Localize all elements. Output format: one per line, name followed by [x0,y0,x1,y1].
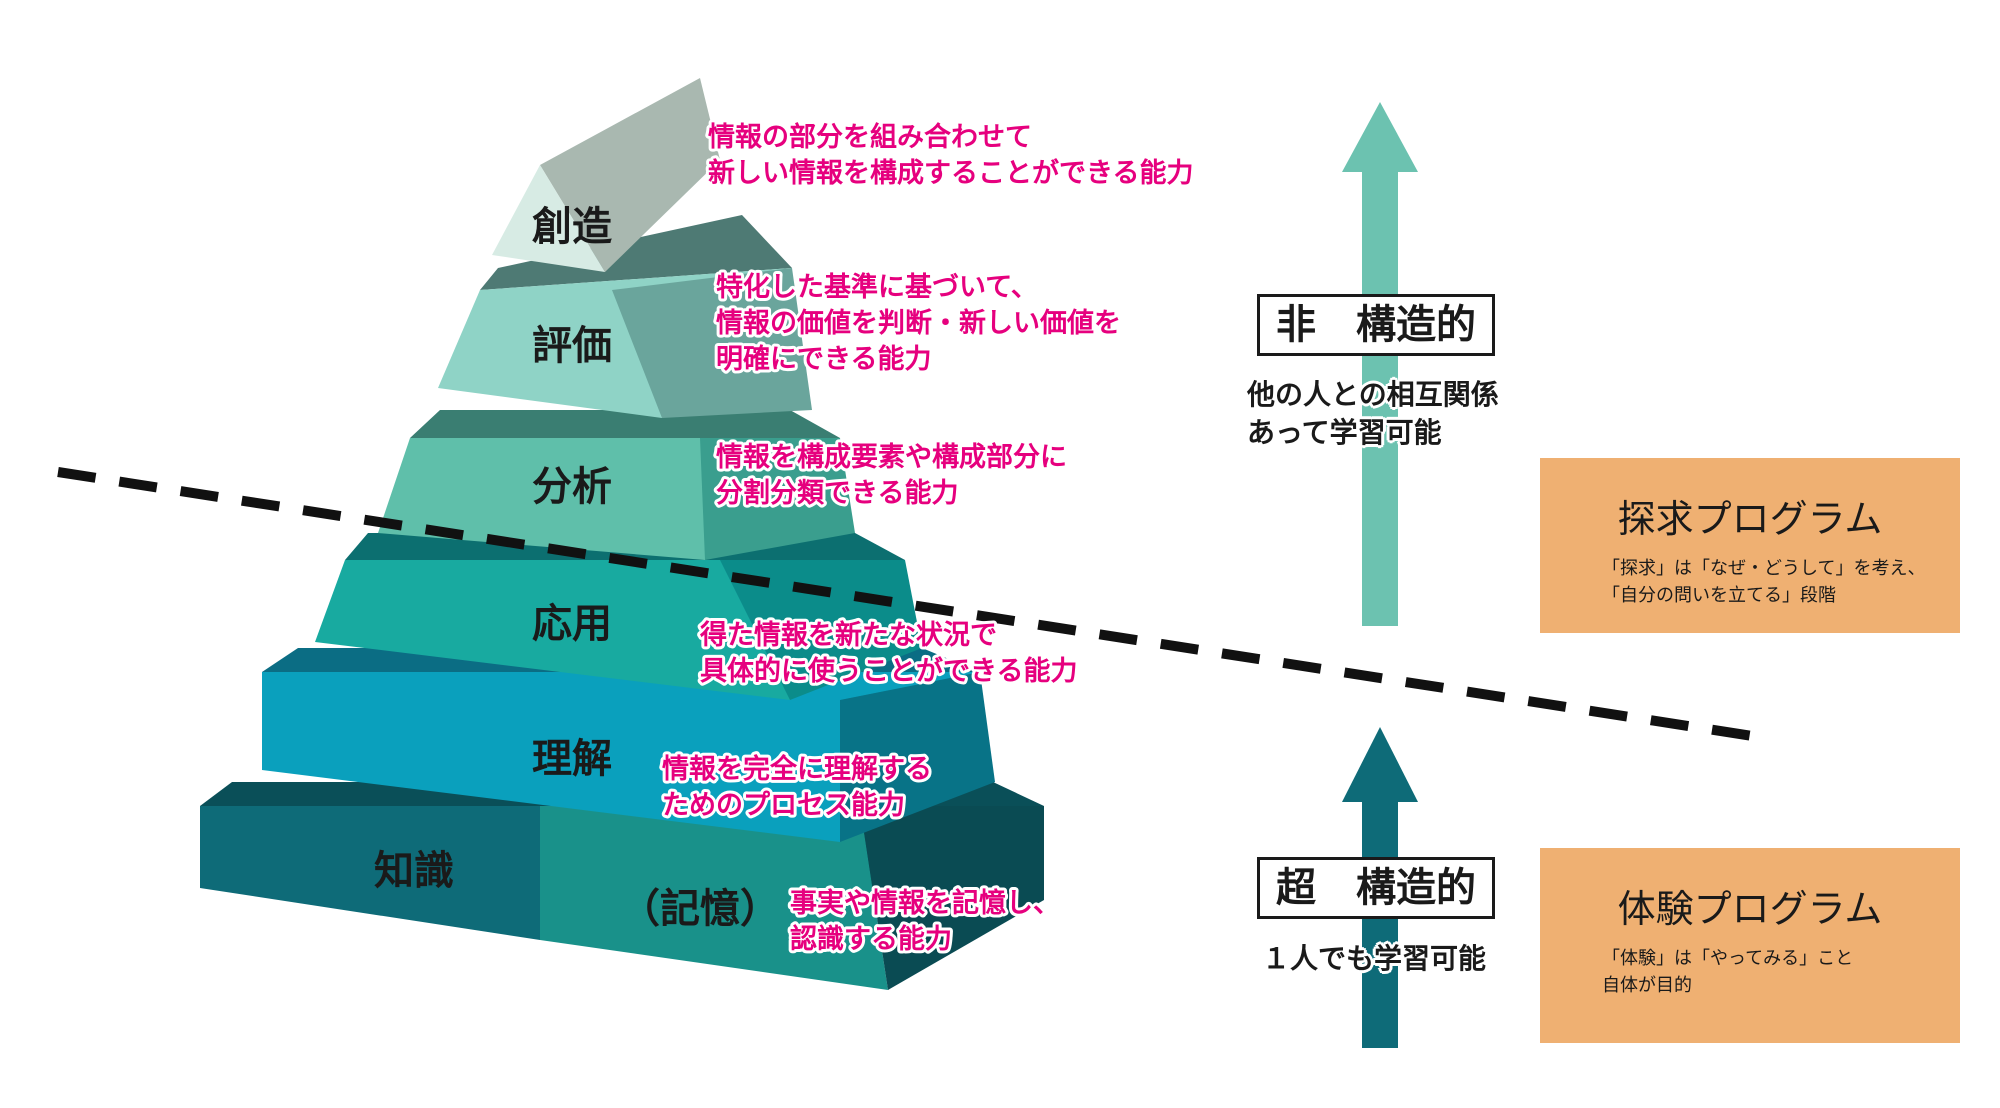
desc-line: 特化した基準に基づいて、 [716,271,1038,303]
desc-line: あって学習可能 [1247,416,1442,449]
desc-line: 情報の部分を組み合わせて [708,121,1032,153]
level-name-analysis: 分析 [532,464,612,510]
desc-line: 得た情報を新たな状況で [699,619,997,651]
desc-analysis: 情報を構成要素や構成部分に 分割分類できる能力 [713,438,1070,512]
tier-creation [492,78,720,272]
desc-line: 他の人との相互関係 [1247,378,1499,411]
unstructured-label: 非 構造的 [1257,294,1495,356]
desc-line: 具体的に使うことができる能力 [700,655,1077,687]
desc-application: 得た情報を新たな状況で 具体的に使うことができる能力 [696,616,1080,690]
lower-arrow-icon [1342,727,1418,1048]
experience-program-desc: 「体験」は「やってみる」こと 自体が目的 [1560,945,1940,999]
desc-line: 情報を構成要素や構成部分に [716,441,1067,473]
desc-line: 事実や情報を記憶し、 [790,887,1060,919]
desc-line: 新しい情報を構成することができる能力 [708,157,1193,189]
desc-line: 「自分の問いを立てる」段階 [1602,585,1836,606]
structured-desc: １人でも学習可能 [1262,940,1486,978]
upper-arrow-icon [1342,102,1418,626]
level-name-knowledge: 知識 [374,848,454,894]
structured-label: 超 構造的 [1257,857,1495,919]
level-name-understanding: 理解 [532,736,612,782]
desc-line: １人でも学習可能 [1262,942,1487,975]
desc-line: 自体が目的 [1602,975,1692,996]
boundary-dashed-line [57,467,1766,743]
experience-program-title: 体験プログラム [1617,887,1883,931]
desc-understanding: 情報を完全に理解する ためのプロセス能力 [659,750,935,824]
desc-knowledge: 事実や情報を記憶し、 認識する能力 [787,884,1063,958]
desc-line: 明確にできる能力 [716,343,931,375]
desc-line: 情報の価値を判断・新しい価値を [716,307,1121,339]
inquiry-program-box: 探求プログラム 「探求」は「なぜ・どうして」を考え、 「自分の問いを立てる」段階 [1540,458,1960,633]
desc-line: 分割分類できる能力 [716,477,958,509]
experience-program-box: 体験プログラム 「体験」は「やってみる」こと 自体が目的 [1540,848,1960,1043]
desc-line: ためのプロセス能力 [662,789,905,821]
desc-line: 情報を完全に理解する [662,753,932,785]
inquiry-program-desc: 「探求」は「なぜ・どうして」を考え、 「自分の問いを立てる」段階 [1560,555,1940,609]
desc-line: 認識する能力 [790,923,952,955]
desc-line: 「探求」は「なぜ・どうして」を考え、 [1602,558,1926,579]
tier-evaluation [438,215,812,418]
level-subname-knowledge: （記憶） [620,886,780,932]
level-name-evaluation: 評価 [532,323,612,369]
desc-line: 「体験」は「やってみる」こと [1602,948,1854,969]
unstructured-desc: 他の人との相互関係 あって学習可能 [1247,376,1499,452]
tier-analysis [378,410,855,560]
desc-creation: 情報の部分を組み合わせて 新しい情報を構成することができる能力 [705,118,1196,192]
desc-evaluation: 特化した基準に基づいて、 情報の価値を判断・新しい価値を 明確にできる能力 [713,268,1124,378]
level-name-application: 応用 [532,601,612,647]
inquiry-program-title: 探求プログラム [1617,497,1883,541]
level-name-creation: 創造 [532,204,612,250]
